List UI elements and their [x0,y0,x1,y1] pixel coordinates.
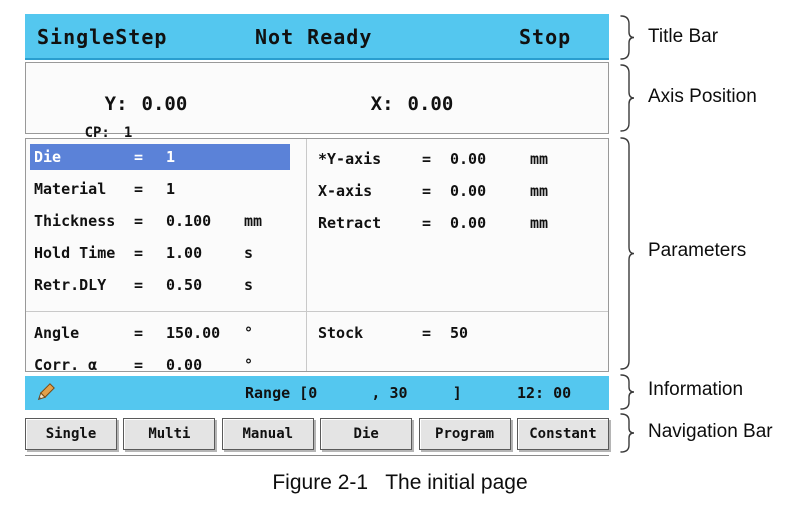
param-value: 0.00 [450,150,487,168]
navigation-bar: Single Multi Manual Die Program Constant [25,418,609,456]
annotation-axis-position: Axis Position [648,86,757,107]
param-label: Die [34,148,62,166]
param-value: 1 [166,180,176,198]
param-value: 0.00 [166,356,203,374]
equals-sign: = [422,214,432,232]
param-row-retract[interactable]: Retract = 0.00 mm [318,210,602,236]
param-label: Hold Time [34,244,116,262]
equals-sign: = [422,182,432,200]
axis-position-panel: Y: 0.00 X: 0.00 CP: 1 [25,62,609,141]
y-axis-label: Y: [104,93,128,115]
equals-sign: = [422,324,432,342]
mode-label: SingleStep [37,25,168,49]
state-label: Stop [519,25,572,49]
param-row-die[interactable]: Die = 1 [30,144,290,170]
manual-button[interactable]: Manual [221,418,314,450]
param-value: 1.00 [166,244,203,262]
parameters-brace [618,137,636,375]
annotation-title-bar: Title Bar [648,26,719,47]
hmi-screenshot: SingleStep Not Ready Stop Y: 0.00 X: 0.00 … [25,14,609,456]
x-axis-value: 0.00 [407,93,454,115]
x-axis-label: X: [370,93,394,115]
cp-label: CP: [84,125,110,141]
constant-button[interactable]: Constant [516,418,609,450]
annotation-navigation-bar: Navigation Bar [648,421,773,442]
single-button[interactable]: Single [25,418,117,450]
screenshot-bottom-edge [25,455,609,456]
param-row-angle[interactable]: Angle = 150.00 ° [34,320,298,346]
die-button[interactable]: Die [320,418,413,450]
param-label: *Y-axis [318,150,382,168]
axis-position-brace [618,64,636,137]
param-row-corr-alpha[interactable]: Corr. α = 0.00 ° [34,352,298,378]
annotation-parameters: Parameters [648,240,747,261]
equals-sign: = [134,212,144,230]
param-label: X-axis [318,182,373,200]
equals-sign: = [134,180,144,198]
pencil-icon [33,381,57,409]
param-label: Stock [318,324,364,342]
equals-sign: = [134,148,144,166]
param-unit: s [244,244,254,262]
param-label: Retr.DLY [34,276,107,294]
param-value: 0.50 [166,276,203,294]
param-row-thickness[interactable]: Thickness = 0.100 mm [34,208,298,234]
param-label: Corr. α [34,356,98,374]
cp-indicator: CP: 1 [34,109,133,157]
range-text: Range [0 , 30 ] [245,384,462,402]
param-row-x-axis[interactable]: X-axis = 0.00 mm [318,178,602,204]
equals-sign: = [134,244,144,262]
x-axis-position: X: 0.00 [302,71,454,137]
param-row-retr-dly[interactable]: Retr.DLY = 0.50 s [34,272,298,298]
param-value: 0.100 [166,212,212,230]
navigation-bar-brace [618,413,636,458]
param-label: Angle [34,324,80,342]
param-row-hold-time[interactable]: Hold Time = 1.00 s [34,240,298,266]
param-value: 0.00 [450,214,487,232]
param-unit: mm [244,212,263,230]
y-axis-position: Y: 0.00 [36,71,188,137]
param-label: Retract [318,214,382,232]
status-label: Not Ready [255,25,373,49]
param-value: 1 [166,148,176,166]
information-bar: Range [0 , 30 ] 12: 00 [25,376,609,410]
figure-caption: Figure 2-1 The initial page [272,471,528,494]
param-value: 0.00 [450,182,487,200]
param-unit: ° [244,356,254,374]
program-button[interactable]: Program [418,418,511,450]
param-label: Thickness [34,212,116,230]
cp-value: 1 [123,125,133,141]
title-bar-brace [618,15,636,65]
section-divider [26,311,608,312]
information-brace [618,374,636,415]
param-unit: mm [530,150,549,168]
param-unit: ° [244,324,254,342]
annotation-information: Information [648,379,744,400]
param-value: 150.00 [166,324,221,342]
equals-sign: = [134,276,144,294]
param-label: Material [34,180,107,198]
param-row-material[interactable]: Material = 1 [34,176,298,202]
multi-button[interactable]: Multi [123,418,216,450]
equals-sign: = [134,324,144,342]
param-row-y-axis[interactable]: *Y-axis = 0.00 mm [318,146,602,172]
param-value: 50 [450,324,469,342]
title-bar: SingleStep Not Ready Stop [25,14,609,60]
param-unit: mm [530,214,549,232]
parameters-panel: Die = 1 Material = 1 Thickness = 0.100 m… [25,138,609,374]
equals-sign: = [134,356,144,374]
equals-sign: = [422,150,432,168]
param-row-stock[interactable]: Stock = 50 [318,320,602,346]
param-unit: mm [530,182,549,200]
y-axis-value: 0.00 [141,93,188,115]
column-divider [306,139,307,371]
clock-time: 12: 00 [517,384,572,402]
param-unit: s [244,276,254,294]
